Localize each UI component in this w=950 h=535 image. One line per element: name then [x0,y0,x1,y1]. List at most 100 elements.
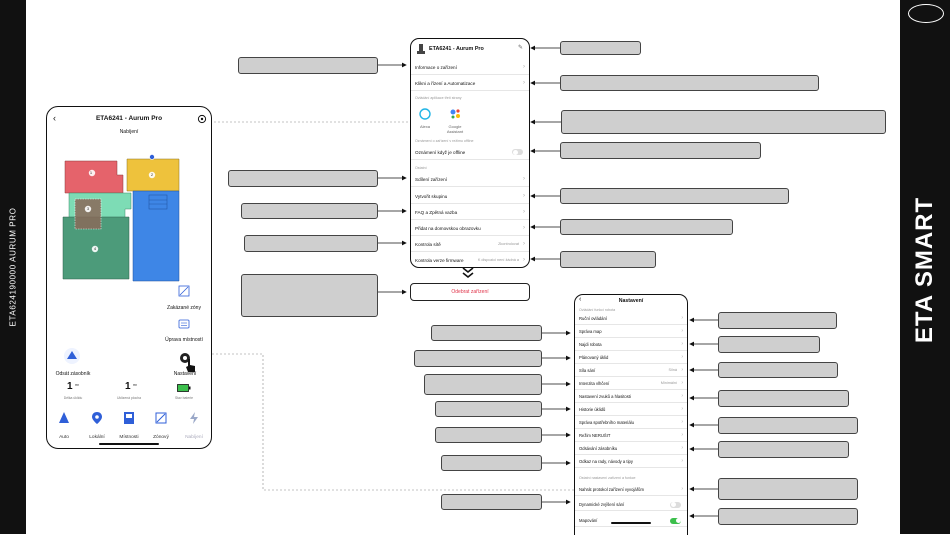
stat-label: Délka úklidu [63,396,83,400]
device-icon [417,44,425,54]
room-label: 4 [94,247,96,251]
device-title: ETA6241 - Aurum Pro [429,46,484,52]
device-title: ETA6241 - Aurum Pro [95,115,163,122]
setting-upload-log[interactable]: Nahrát protokol zařízení vyvojářům› [575,483,687,496]
callout-box [238,57,378,74]
setting-scheduled-cleaning[interactable]: Plánovaný úklid› [575,351,687,364]
google-assistant-label: Google Assistant [446,124,464,134]
setting-map-management[interactable]: Správa map› [575,325,687,338]
callout-box [560,251,656,268]
stat-value: 1 [67,381,73,392]
room-label: 3 [87,207,89,211]
setting-bin-emptying[interactable]: Odsávání zásobníku› [575,442,687,455]
setting-tips-link[interactable]: Odkaz na rady, návody a tipy› [575,455,687,468]
setting-manual-control[interactable]: Ruční ovládání› [575,312,687,325]
callout-box [241,274,378,317]
callout-box [718,417,858,434]
callout-box [244,235,378,252]
restricted-zones-icon[interactable] [178,285,190,297]
mapping-toggle[interactable] [670,517,681,524]
callout-box [718,478,858,500]
nav-charging[interactable]: Nabíjení [185,435,203,440]
edit-rooms-icon[interactable] [178,318,190,330]
settings-gear-icon[interactable] [178,351,192,365]
settings-edit-icon[interactable] [197,114,207,124]
zone-mode-icon[interactable] [154,411,168,425]
stat-unit: m² [133,383,137,387]
stat-unit: m² [75,383,79,387]
callout-box [718,441,849,458]
setting-cleaning-history[interactable]: Historie úklidů› [575,403,687,416]
google-assistant-icon[interactable] [449,108,461,120]
alexa-icon[interactable] [419,108,431,120]
callout-box [718,390,849,407]
battery-icon [177,384,191,392]
setting-sound-volume[interactable]: Nastavení zvuků a hlasitosti› [575,390,687,403]
dynamic-suction-toggle[interactable] [670,501,681,508]
alexa-label: Alexa [419,124,430,129]
nav-rooms[interactable]: Místnosti [119,435,139,440]
oval-shape [908,4,944,23]
nav-local[interactable]: Lokální [89,435,105,440]
auto-mode-icon[interactable] [57,411,71,425]
restricted-zones-label[interactable]: Zakázané zóny [167,305,201,311]
menu-add-home-screen[interactable]: Přidat na domovskou obrazovku› [411,221,529,236]
setting-consumables[interactable]: Správa spotřebního materiálu› [575,416,687,429]
callout-box [560,219,733,235]
phone-main-screen: ‹ ETA6241 - Aurum Pro Nabíjení 1 2 3 4 Z… [46,106,212,449]
phone-device-menu: ETA6241 - Aurum Pro ✎ Informace o zaříze… [410,38,530,268]
callout-box [718,362,838,378]
callout-box [414,350,542,367]
setting-do-not-disturb[interactable]: Režim NERUŠIT› [575,429,687,442]
callout-box [435,401,542,417]
settings-title: Nastavení [618,298,644,304]
section-notify: Oznámení o zařízení v režimu offline [415,139,474,143]
stat-label: Stav baterie [174,396,194,400]
location-pin-icon[interactable] [90,411,104,425]
edit-rooms-label[interactable]: Úprava místností [165,337,203,343]
menu-faq-feedback[interactable]: FAQ a Zpětná vazba› [411,205,529,220]
empty-bin-label[interactable]: Odsát zásobník [55,371,91,377]
callout-box [435,427,542,443]
offline-notify-toggle[interactable] [512,149,523,155]
callout-box [560,188,789,204]
section-other: Ostatní [415,166,427,170]
offline-notify-row: Oznámení když je offline [411,145,529,160]
home-indicator [99,443,159,445]
charging-icon[interactable] [187,411,201,425]
callout-box [718,336,820,353]
nav-auto[interactable]: Auto [59,435,69,440]
callout-box [560,142,761,159]
back-arrow-icon[interactable]: ‹ [53,113,56,123]
callout-box [424,374,542,395]
menu-create-group[interactable]: Vytvořit skupinu› [411,189,529,204]
setting-dynamic-suction: Dynamické zvýšení sání [575,498,687,511]
left-side-bar: ETA624190000 AURUM PRO [0,0,26,534]
cleaning-map[interactable] [59,153,189,288]
callout-box [560,41,641,55]
right-side-bar: ETA SMART [900,0,950,534]
menu-device-info[interactable]: Informace o zařízení› [411,60,529,75]
phone-settings: ‹ Nastavení Ovládání funkcí robota Ruční… [574,294,688,535]
setting-find-robot[interactable]: Najdi robota› [575,338,687,351]
callout-box [561,110,886,134]
status-text: Nabíjení [119,129,139,135]
settings-label[interactable]: Nastavení [173,371,197,377]
menu-scenes-automation[interactable]: Klikni a řízení a Automatizace› [411,76,529,91]
menu-share-device[interactable]: Sdílení zařízení› [411,172,529,187]
remove-device-button[interactable]: Odebrat zařízení [410,283,530,301]
empty-bin-icon[interactable] [63,347,81,365]
nav-zone[interactable]: Zónový [153,435,169,440]
edit-pencil-icon[interactable]: ✎ [517,45,523,51]
home-indicator [611,522,651,524]
back-arrow-icon[interactable]: ‹ [579,296,582,303]
stat-label: Uklizená plocha [117,396,141,400]
rooms-icon[interactable] [122,411,136,425]
section-voice: Ovládání aplikace třetí strany [415,96,462,100]
section-other-settings: Ostatní nastavení zařízení a funkce [579,476,636,480]
